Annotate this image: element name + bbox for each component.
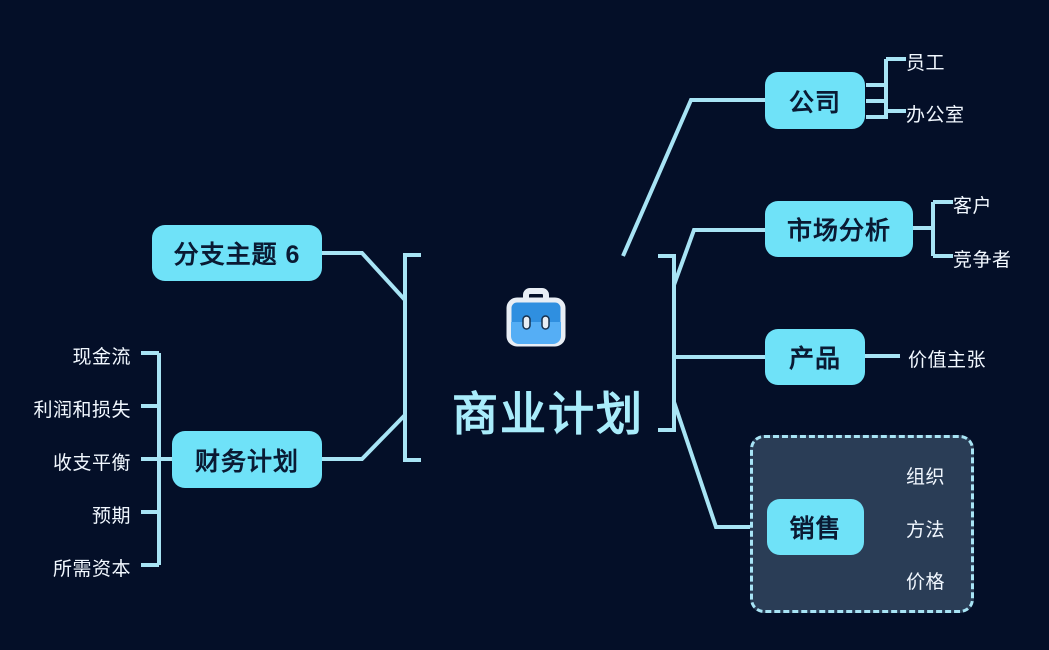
node-branch-topic-6[interactable]: 分支主题 6	[152, 225, 322, 281]
node-market-analysis-label: 市场分析	[786, 217, 891, 245]
link-to-market-analysis	[672, 228, 765, 286]
leaf-break-even[interactable]: 收支平衡	[52, 453, 131, 474]
node-market-analysis[interactable]: 市场分析	[765, 201, 913, 257]
left-branch-bracket	[403, 253, 421, 462]
leaf-cash-flow[interactable]: 现金流	[72, 347, 131, 368]
leaf-office[interactable]: 办公室	[906, 105, 965, 126]
link-root-to-company	[621, 98, 765, 257]
node-company[interactable]: 公司	[765, 72, 865, 129]
leaf-organization[interactable]: 组织	[906, 467, 946, 488]
leaf-competitors[interactable]: 竞争者	[953, 250, 1012, 271]
link-to-branch-topic-6	[322, 251, 407, 302]
node-branch-topic-6-label: 分支主题 6	[173, 241, 301, 269]
node-product[interactable]: 产品	[765, 329, 865, 385]
leaf-price[interactable]: 价格	[906, 572, 946, 593]
company-children-bracket	[866, 83, 888, 119]
leaf-value-proposition[interactable]: 价值主张	[908, 350, 987, 371]
briefcase-icon	[505, 288, 567, 353]
leaf-capital-required[interactable]: 所需资本	[52, 559, 131, 580]
leaf-forecast[interactable]: 预期	[91, 506, 131, 527]
node-product-label: 产品	[788, 345, 841, 373]
node-sales[interactable]: 销售	[767, 499, 864, 555]
leaf-profit-and-loss[interactable]: 利润和损失	[33, 400, 131, 421]
node-financial-plan-label: 财务计划	[194, 447, 299, 476]
link-to-financial-plan	[322, 413, 407, 461]
node-financial-plan[interactable]: 财务计划	[172, 431, 322, 488]
node-sales-label: 销售	[789, 515, 842, 543]
leaf-customers[interactable]: 客户	[953, 196, 993, 217]
node-company-label: 公司	[788, 88, 841, 117]
leaf-method[interactable]: 方法	[906, 520, 946, 541]
root-title[interactable]: 商业计划	[452, 388, 644, 440]
right-branch-bracket	[658, 254, 676, 432]
leaf-employees[interactable]: 员工	[906, 53, 946, 74]
